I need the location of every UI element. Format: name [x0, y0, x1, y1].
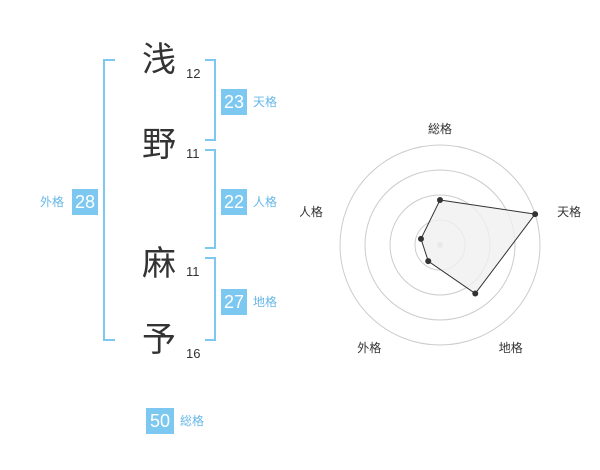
- chikaku-value: 27: [221, 289, 247, 315]
- stroke-count-2: 11: [186, 146, 200, 161]
- jinkaku-label: 人格: [253, 195, 278, 209]
- stroke-count-3: 11: [186, 264, 200, 279]
- stroke-count-4: 16: [186, 346, 201, 361]
- radar-ring: [364, 169, 516, 321]
- soukaku-value: 50: [146, 408, 174, 434]
- tenkaku-label: 天格: [253, 95, 278, 109]
- radar-polygon: [420, 199, 537, 295]
- radar-ring: [339, 144, 541, 346]
- jinkaku-value: 22: [221, 189, 247, 215]
- name-char-3: 麻: [142, 244, 176, 284]
- radar-point-2: [532, 211, 539, 218]
- gaikaku-value: 28: [72, 189, 98, 215]
- soukaku-label: 総格: [180, 414, 205, 428]
- stroke-count-1: 12: [186, 66, 201, 81]
- radar-point-1: [437, 197, 443, 203]
- radar-axis-label: 外格: [357, 340, 381, 355]
- radar-axis-label: 人格: [300, 204, 323, 219]
- radar-point-4: [425, 258, 432, 265]
- name-char-1: 浅: [142, 40, 176, 80]
- radar-axis-label: 地格: [499, 340, 523, 355]
- radar-point-5: [417, 235, 424, 242]
- tenkaku-value: 23: [221, 89, 247, 115]
- chikaku-label: 地格: [253, 295, 278, 309]
- radar-axis-label: 天格: [557, 204, 581, 219]
- radar-axis-label: 総格: [428, 121, 452, 136]
- name-char-2: 野: [142, 125, 176, 165]
- gaikaku-label: 外格: [40, 195, 65, 209]
- name-char-4: 予: [142, 320, 176, 360]
- radar-point-3: [472, 290, 479, 297]
